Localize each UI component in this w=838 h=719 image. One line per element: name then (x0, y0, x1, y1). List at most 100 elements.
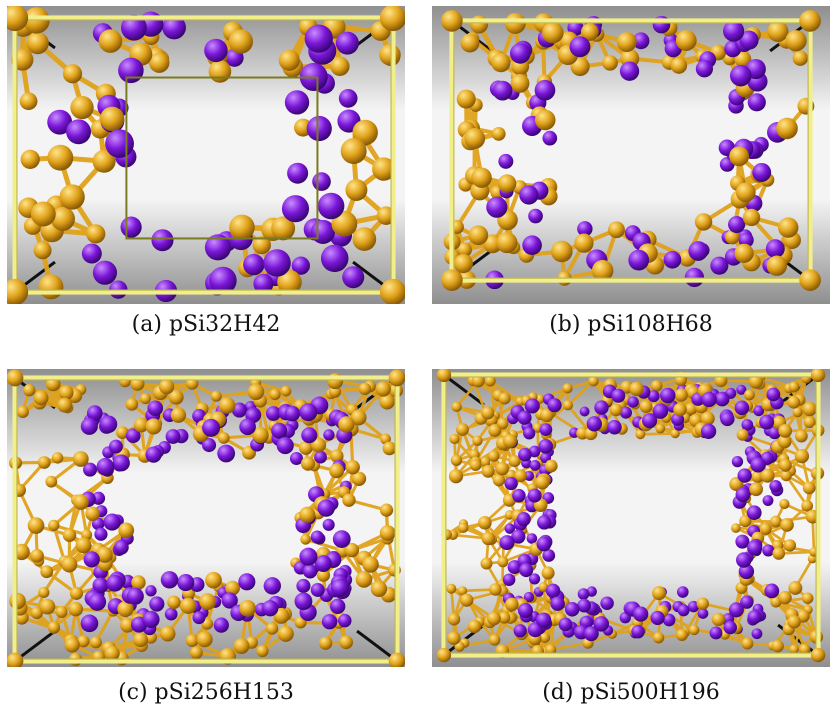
hydrogen-atom (263, 577, 281, 595)
silicon-atom (40, 565, 54, 579)
caption-d: (d) pSi500H196 (542, 680, 720, 705)
hydrogen-atom (765, 239, 785, 259)
hydrogen-atom (504, 476, 518, 491)
silicon-atom (538, 582, 549, 593)
silicon-atom (233, 638, 250, 655)
hydrogen-atom (695, 60, 713, 78)
silicon-atom (340, 138, 367, 165)
silicon-atom (700, 411, 715, 426)
silicon-atom (311, 437, 327, 453)
hydrogen-atom (149, 596, 165, 612)
silicon-atom (117, 600, 134, 618)
hydrogen-atom (594, 400, 609, 415)
silicon-atom (460, 593, 474, 607)
silicon-atom (769, 515, 782, 528)
hydrogen-atom (299, 547, 318, 566)
silicon-atom (350, 409, 367, 426)
silicon-atom (792, 50, 808, 66)
caption-a: (a) pSi32H42 (131, 312, 281, 337)
hydrogen-atom (600, 596, 614, 610)
hydrogen-atom (281, 195, 310, 223)
hydrogen-atom (512, 488, 526, 503)
hydrogen-atom (746, 505, 762, 521)
hydrogen-atom (338, 89, 358, 108)
silicon-atom (252, 235, 271, 255)
hydrogen-atom (317, 499, 335, 517)
hydrogen-atom (701, 391, 717, 408)
silicon-atom (208, 60, 232, 83)
silicon-atom (149, 52, 170, 73)
hydrogen-atom (202, 438, 217, 453)
silicon-atom (748, 374, 764, 389)
silicon-atom (210, 390, 222, 402)
hydrogen-atom (736, 552, 752, 568)
hydrogen-atom (631, 624, 645, 639)
hydrogen-atom (162, 15, 186, 40)
silicon-atom (580, 23, 599, 41)
silicon-atom (778, 217, 799, 238)
silicon-atom (635, 429, 646, 440)
silicon-atom (504, 597, 519, 612)
silicon-atom (545, 644, 557, 656)
silicon-atom (59, 184, 85, 210)
hydrogen-atom (289, 451, 304, 466)
hydrogen-atom (619, 406, 633, 419)
hydrogen-atom (517, 603, 533, 619)
hydrogen-atom (511, 529, 526, 544)
hydrogen-atom (697, 608, 709, 619)
silicon-atom (26, 31, 49, 55)
silicon-atom (19, 92, 38, 111)
hydrogen-atom (314, 450, 327, 464)
silicon-atom (458, 522, 469, 534)
hydrogen-atom (92, 577, 109, 594)
hydrogen-atom (81, 243, 102, 264)
molecule-render-a (7, 6, 405, 304)
silicon-atom (688, 624, 700, 636)
silicon-atom (58, 385, 74, 401)
hydrogen-atom (577, 588, 590, 600)
hydrogen-atom (688, 241, 709, 261)
atoms (443, 13, 815, 290)
hydrogen-atom (330, 578, 349, 597)
silicon-atom (492, 474, 506, 487)
hydrogen-atom (310, 219, 336, 244)
hydrogen-atom (147, 400, 164, 417)
hydrogen-atom (310, 582, 325, 597)
hydrogen-atom (323, 429, 335, 441)
hydrogen-atom (142, 610, 160, 629)
silicon-atom (734, 243, 754, 263)
silicon-atom (329, 463, 345, 479)
silicon-atom (86, 224, 106, 244)
silicon-atom (89, 636, 102, 649)
silicon-atom (767, 20, 789, 43)
silicon-atom (652, 586, 667, 601)
hydrogen-atom (160, 571, 179, 589)
hydrogen-atom (262, 600, 279, 617)
silicon-atom (696, 597, 710, 610)
silicon-atom (488, 450, 500, 462)
hydrogen-atom (80, 417, 98, 435)
silicon-atom (271, 216, 296, 241)
corner-silicon-atom (7, 278, 29, 304)
corner-silicon-atom (810, 369, 826, 383)
hydrogen-atom (322, 518, 335, 531)
hydrogen-atom (547, 398, 562, 413)
silicon-atom (514, 469, 527, 483)
corner-silicon-atom (388, 369, 405, 387)
silicon-atom (16, 405, 29, 418)
hydrogen-atom (650, 610, 665, 626)
silicon-atom (471, 374, 485, 388)
silicon-atom (447, 631, 461, 646)
hydrogen-atom (519, 185, 539, 205)
hydrogen-atom (627, 396, 639, 408)
molecule-render-c (7, 369, 405, 667)
silicon-atom (508, 455, 521, 468)
silicon-atom (504, 13, 526, 34)
silicon-atom (167, 595, 181, 610)
hydrogen-atom (145, 585, 157, 597)
silicon-atom (345, 179, 368, 202)
hydrogen-atom (213, 617, 229, 633)
silicon-atom (684, 402, 698, 416)
hydrogen-atom (317, 192, 345, 220)
hydrogen-atom (762, 544, 775, 557)
